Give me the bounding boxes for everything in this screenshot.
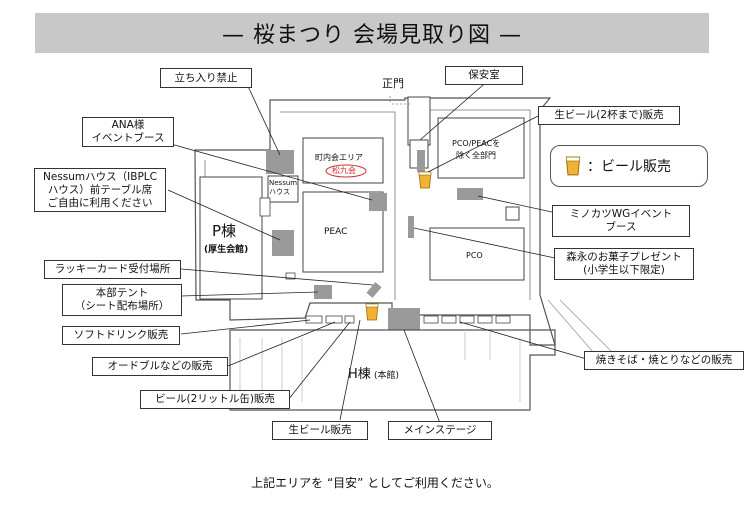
beer-cup-icon [565, 156, 581, 176]
peac-top-label: 町内会エリア [315, 153, 363, 162]
callout-minokatsu-line2: ブース [605, 221, 637, 233]
callout-draft-beer: 生ビール販売 [272, 421, 368, 440]
callout-morinaga-line2: (小学生以下限定) [583, 264, 665, 276]
p-building-label: P棟 [212, 222, 237, 240]
callout-morinaga: 森永のお菓子プレゼント (小学生以下限定) [554, 248, 694, 280]
callout-ana-booth: ANA様 イベントブース [82, 117, 174, 147]
callout-hq-line2: （シート配布場所） [74, 300, 170, 312]
nessum-house-label-1: Nessum [269, 179, 298, 187]
callout-security: 保安室 [445, 66, 523, 85]
callout-ana-line1: ANA様 [111, 119, 145, 131]
nessum-house-label-2: ハウス [269, 188, 290, 196]
pco-peac-label-2: 除く全部門 [456, 151, 496, 160]
morinaga-booth [408, 216, 414, 238]
callout-nessum-line3: ご自由に利用ください [47, 196, 153, 209]
callout-nessum-line1: Nessumハウス（IBPLC [43, 170, 157, 183]
callout-hors-doeuvre: オードブルなどの販売 [92, 357, 228, 376]
matsukukai-label: 松九会 [332, 166, 356, 175]
page-title: — 桜まつり 会場見取り図 — [35, 13, 709, 53]
peac-label: PEAC [324, 227, 348, 237]
p-building [199, 176, 263, 300]
callout-hq-tent: 本部テント （シート配布場所） [62, 284, 182, 316]
callout-draft-beer-limit: 生ビール(2杯まで)販売 [538, 106, 680, 125]
ana-booth [369, 193, 387, 211]
callout-main-stage: メインステージ [388, 421, 492, 440]
entry-forbidden-area [266, 150, 294, 174]
pco-peac-building [437, 117, 525, 179]
stall-row [305, 315, 511, 324]
callout-minokatsu: ミノカツWGイベント ブース [552, 205, 690, 237]
callout-hq-line1: 本部テント [95, 287, 149, 299]
peac-top-area [302, 137, 384, 184]
callout-ana-line2: イベントブース [91, 132, 165, 144]
h-building-label: H棟 [348, 367, 371, 382]
nessum-house [267, 175, 299, 203]
callout-yakisoba: 焼きそば・焼とりなどの販売 [584, 351, 744, 370]
hq-tent [314, 285, 332, 299]
callout-minokatsu-line1: ミノカツWGイベント [569, 208, 673, 220]
pco-peac-label-1: PCO/PEACを [452, 139, 501, 148]
beer-cup-icon [365, 303, 379, 321]
legend-label: ：ビール販売 [587, 159, 671, 175]
h-building [229, 329, 556, 411]
site-outline [194, 97, 556, 346]
callout-soft-drink: ソフトドリンク販売 [62, 326, 180, 345]
callout-lucky-card: ラッキーカード受付場所 [44, 260, 181, 279]
callout-beer-2l: ビール(2リットル缶)販売 [140, 390, 290, 409]
footer-note: 上記エリアを “目安” としてご利用ください。 [251, 476, 499, 490]
pco-building [429, 227, 525, 281]
pco-label: PCO [466, 251, 483, 260]
h-building-sublabel: (本館) [374, 371, 400, 381]
main-stage [388, 308, 420, 330]
callout-morinaga-line1: 森永のお菓子プレゼント [566, 251, 682, 263]
security-office [407, 96, 431, 146]
callout-entry-forbidden: 立ち入り禁止 [160, 68, 252, 88]
gate-label: 正門 [382, 77, 404, 90]
callout-nessum-tables: Nessumハウス（IBPLC ハウス）前テーブル席 ご自由に利用ください [34, 168, 166, 212]
minokatsu-booth [457, 188, 483, 200]
beer-cup-icon [418, 171, 432, 189]
matsukukai-area [325, 164, 367, 178]
legend-box: ：ビール販売 [550, 145, 708, 187]
callout-nessum-line2: ハウス）前テーブル席 [47, 183, 153, 196]
p-building-sublabel: (厚生会館) [204, 245, 249, 255]
nessum-table-area [272, 230, 294, 256]
